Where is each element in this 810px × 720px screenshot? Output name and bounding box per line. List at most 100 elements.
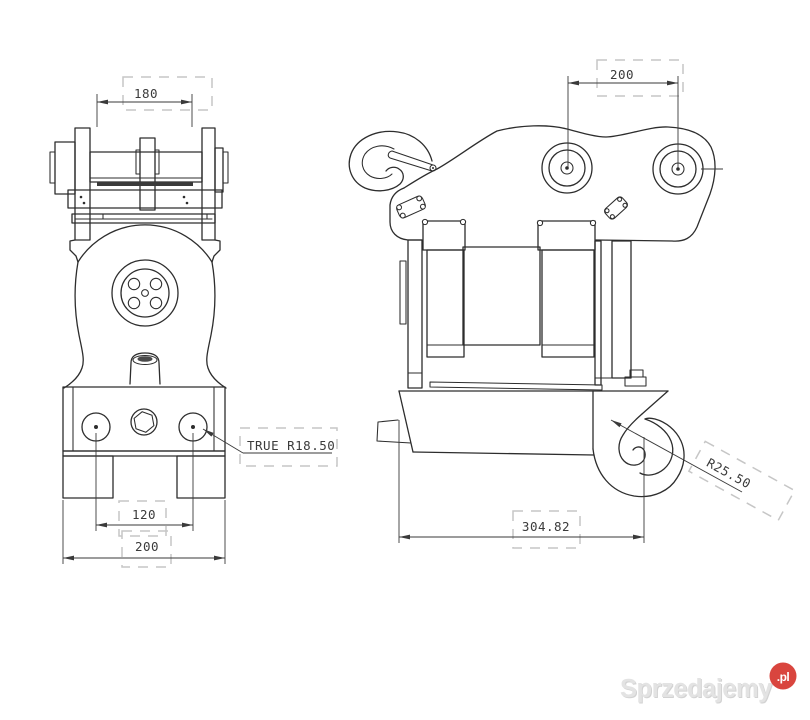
hook-inner bbox=[361, 145, 395, 179]
center-dot bbox=[565, 166, 569, 170]
callout-text-r2550: R25.50 bbox=[704, 455, 753, 491]
dashed-box-200-bottom bbox=[121, 530, 172, 568]
fitting-dot bbox=[604, 208, 610, 214]
jaw-spiral-curl bbox=[618, 413, 646, 466]
dim-text-200-top: 200 bbox=[610, 67, 634, 82]
front-view bbox=[49, 127, 229, 499]
plate-outline bbox=[403, 125, 716, 242]
flange-bolt-hole bbox=[149, 296, 163, 310]
wedge-left-slant bbox=[398, 390, 414, 453]
front-hub-left bbox=[135, 149, 141, 175]
fitting-dot bbox=[609, 214, 615, 220]
dashed-box-r2550 bbox=[687, 440, 796, 522]
dim-text-180: 180 bbox=[134, 86, 158, 101]
arrowhead bbox=[203, 429, 214, 437]
arrowhead bbox=[611, 420, 622, 428]
dim-text-304: 304.82 bbox=[522, 519, 570, 534]
fitting-body bbox=[396, 195, 426, 219]
front-lower-bar bbox=[71, 213, 216, 224]
front-center-plate bbox=[139, 137, 156, 211]
dashed-box-200-top bbox=[596, 59, 684, 97]
right-column-2 bbox=[611, 240, 632, 379]
hex-nut bbox=[133, 411, 155, 433]
pad-right bbox=[541, 249, 595, 358]
dim-text-200-bottom: 200 bbox=[135, 539, 159, 554]
neck-boss-top bbox=[132, 354, 158, 366]
front-hub-right bbox=[154, 149, 160, 175]
side-mid-section bbox=[399, 218, 647, 391]
arrowhead bbox=[96, 522, 107, 528]
fitting-dot bbox=[416, 195, 423, 202]
leader-line bbox=[610, 419, 743, 493]
callout-r2550: R25.50 bbox=[610, 419, 796, 522]
side-strip bbox=[399, 260, 407, 325]
fitting-dot bbox=[396, 204, 403, 211]
rotator-flange-inner bbox=[120, 268, 170, 318]
arrowhead bbox=[633, 534, 644, 540]
fitting-dot bbox=[617, 196, 623, 202]
bracket-pin bbox=[421, 218, 429, 226]
dim-side-30482: 304.82 bbox=[398, 420, 645, 543]
r2550-label-group: R25.50 bbox=[687, 440, 796, 522]
front-mid-box bbox=[67, 189, 223, 209]
front-thick-band bbox=[97, 182, 193, 186]
dim-side-top-200: 200 bbox=[567, 67, 679, 168]
arrowhead bbox=[97, 99, 108, 105]
bracket-pin bbox=[536, 219, 544, 227]
front-body-dome bbox=[63, 224, 227, 389]
fitting-dot bbox=[399, 212, 406, 219]
left-column bbox=[407, 239, 423, 389]
flange-bolt-hole bbox=[127, 277, 141, 291]
front-top-axle-assembly bbox=[49, 127, 229, 241]
pin-boss-left bbox=[541, 142, 593, 194]
pin-hole-left bbox=[548, 149, 586, 187]
fitting-dot bbox=[622, 202, 628, 208]
jaw-outer-curve bbox=[592, 417, 685, 498]
side-view bbox=[348, 125, 723, 498]
arrowhead bbox=[181, 99, 192, 105]
dim-text-120: 120 bbox=[132, 507, 156, 522]
bolt-stem bbox=[629, 369, 644, 378]
flange-bolt-hole bbox=[127, 296, 141, 310]
front-base bbox=[62, 386, 226, 499]
base-leg-right bbox=[176, 455, 226, 499]
watermark-shadow: Sprzedajemy bbox=[621, 676, 774, 704]
hook-pivot bbox=[429, 164, 437, 172]
base-leg-left bbox=[62, 455, 114, 499]
right-column-1 bbox=[594, 240, 602, 386]
front-right-cap-tab bbox=[222, 151, 229, 184]
dashed-highlight-boxes bbox=[118, 59, 684, 568]
bracket-pin bbox=[589, 219, 597, 227]
fitting-right bbox=[604, 196, 628, 220]
center-dot bbox=[94, 425, 98, 429]
bolt-head bbox=[624, 376, 647, 387]
flange-center-hole bbox=[141, 289, 149, 297]
jaw-mouth-curve bbox=[639, 418, 674, 476]
dashed-box-304 bbox=[512, 510, 581, 549]
dashed-box-180 bbox=[122, 76, 213, 111]
arrowhead bbox=[214, 555, 225, 561]
dashed-box-120 bbox=[118, 500, 167, 537]
rivet-dot bbox=[185, 201, 189, 205]
center-dot bbox=[432, 167, 434, 169]
wedge-tab bbox=[376, 419, 412, 444]
hook-outer bbox=[348, 130, 433, 192]
neck-boss bbox=[129, 352, 161, 385]
body-step-right bbox=[211, 239, 221, 263]
bracket-pin bbox=[459, 218, 467, 226]
body-step-left bbox=[69, 239, 79, 263]
side-bottom-wedge-jaw bbox=[376, 390, 685, 498]
fitting-body bbox=[604, 196, 628, 220]
fitting-dot bbox=[419, 203, 426, 210]
watermark: Sprzedajemy Sprzedajemy .pl bbox=[620, 662, 797, 704]
dashed-box-true-r bbox=[239, 427, 338, 467]
base-bottom-plate bbox=[62, 450, 226, 457]
wedge-bottom-edge bbox=[412, 451, 595, 456]
base-box bbox=[62, 386, 226, 452]
bracket-left bbox=[422, 220, 466, 251]
center-body bbox=[462, 246, 541, 346]
side-lifting-hook bbox=[348, 130, 437, 192]
rivet-dot bbox=[79, 195, 83, 199]
front-left-cap-tab bbox=[49, 151, 56, 184]
